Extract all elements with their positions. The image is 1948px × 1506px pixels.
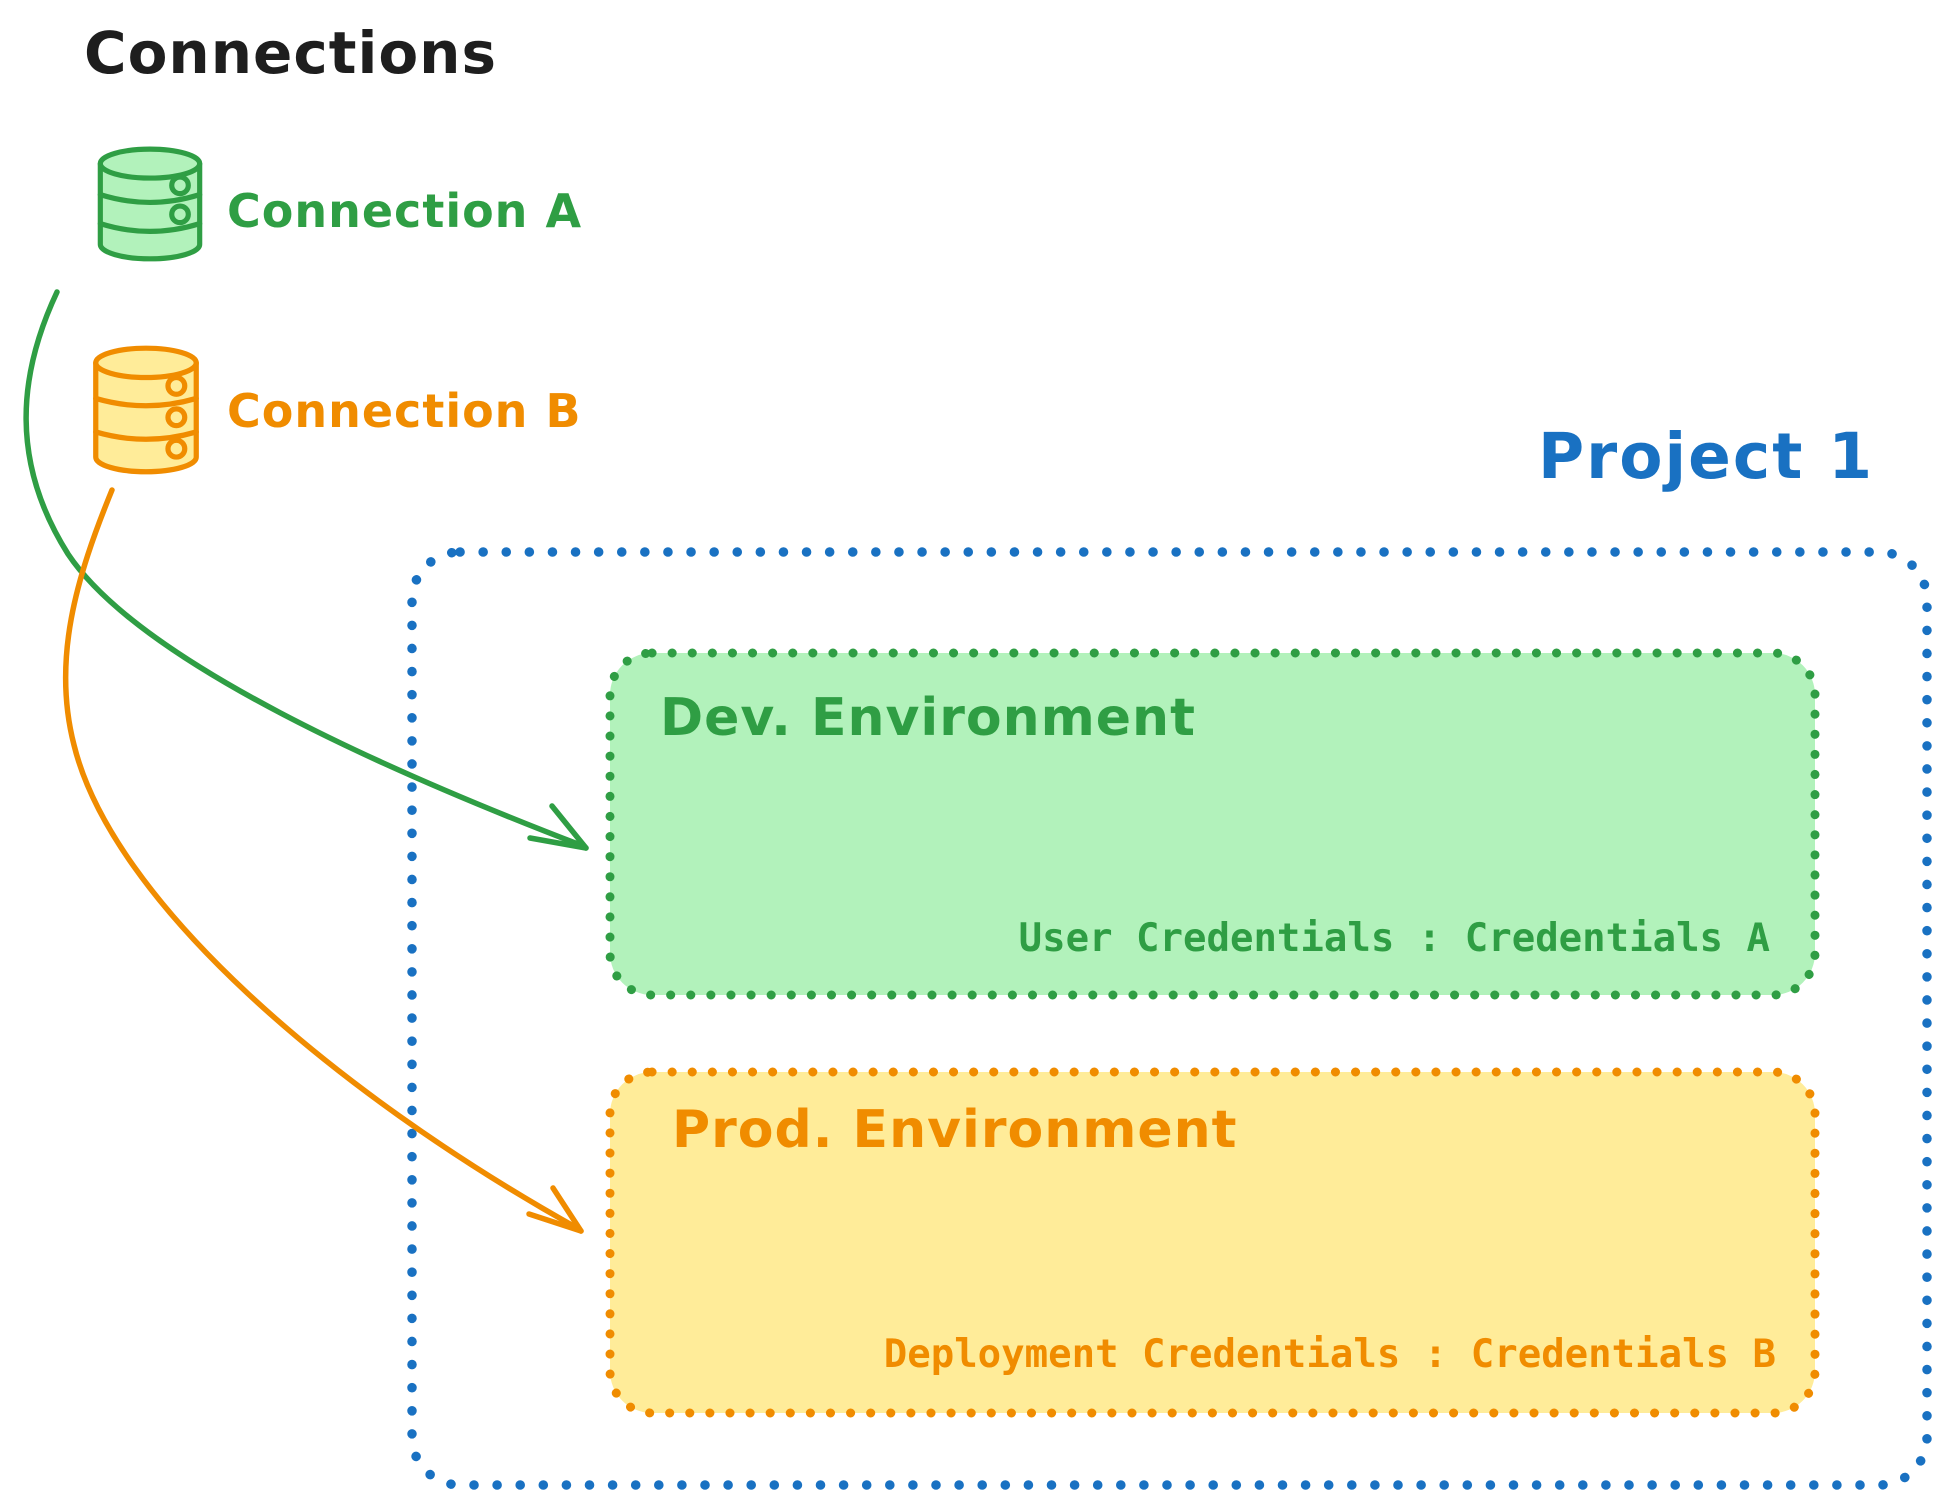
connection-b-label: Connection B — [227, 384, 582, 438]
dev-environment-box — [605, 648, 1820, 1000]
connection-b-arrow — [62, 487, 584, 1234]
project-box-border — [407, 547, 1932, 1490]
connection-a-arrow — [23, 289, 589, 851]
prod-environment-title: Prod. Environment — [672, 1100, 1238, 1160]
connection-a-label: Connection A — [227, 184, 583, 238]
dev-environment-credentials: User Credentials : Credentials A — [1018, 916, 1770, 961]
prod-environment-box — [605, 1067, 1820, 1418]
project-title: Project 1 — [1538, 420, 1875, 493]
diagram-title: Connections — [84, 19, 497, 87]
dev-environment-title: Dev. Environment — [660, 688, 1196, 748]
database-icon — [97, 146, 203, 262]
prod-environment-credentials: Deployment Credentials : Credentials B — [883, 1332, 1776, 1377]
database-icon — [93, 345, 199, 475]
